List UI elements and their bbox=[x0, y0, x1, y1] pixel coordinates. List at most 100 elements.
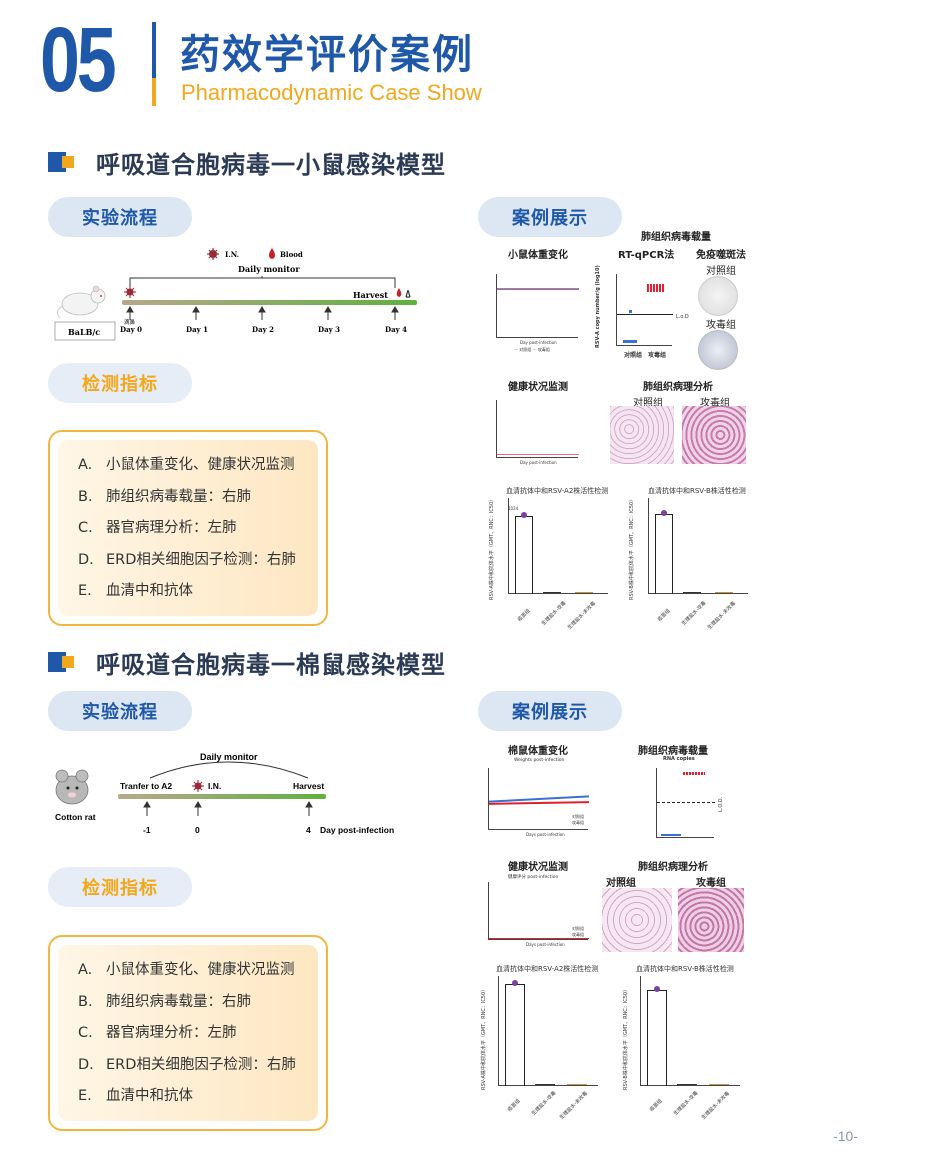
neut-b-chart bbox=[640, 976, 740, 1086]
patho-control-image bbox=[610, 406, 674, 464]
neut-a-ylabel: RSV-A株中和抗体水平（GMT、RNC：IC50） bbox=[489, 496, 495, 600]
neut-b-x1: 疫苗组 bbox=[648, 1098, 664, 1113]
tick-0: 0 bbox=[195, 825, 200, 835]
case-pill: 案例展示 bbox=[478, 691, 622, 731]
harvest-label: Harvest bbox=[293, 781, 324, 791]
health-chart bbox=[496, 400, 579, 458]
plaque-challenge-image bbox=[698, 330, 738, 370]
pcr-x2: 攻毒组 bbox=[648, 352, 667, 359]
weight-title: 小鼠体重变化 bbox=[508, 250, 568, 261]
section-heading-mouse: 呼吸道合胞病毒一小鼠感染模型 bbox=[48, 145, 446, 179]
weight-legend: — 对照组 — 攻毒组 bbox=[514, 347, 550, 352]
plaque-control-label: 对照组 bbox=[706, 266, 736, 277]
index-pill: 检测指标 bbox=[48, 867, 192, 907]
header-divider bbox=[152, 22, 156, 106]
indicator-row: E.血清中和抗体 bbox=[78, 583, 193, 599]
section-bullet-icon bbox=[48, 152, 74, 172]
weight-chart bbox=[488, 768, 590, 830]
patho-title: 肺组织病理分析 bbox=[643, 382, 713, 393]
patho-control-image bbox=[602, 888, 672, 952]
health-xlabel: Days post-infection bbox=[526, 942, 565, 947]
plaque-label: 免疫噬斑法 bbox=[696, 250, 746, 261]
animal-label: Cotton rat bbox=[55, 812, 96, 822]
indicator-row: D.ERD相关细胞因子检测：右肺 bbox=[78, 1056, 296, 1073]
virus-icon bbox=[192, 780, 204, 792]
weight-xlabel: Days post-infection bbox=[526, 832, 565, 837]
day-3: Day 3 bbox=[318, 325, 340, 334]
harvest-label: Harvest bbox=[353, 290, 388, 300]
weight-sub: Weights post-infection bbox=[514, 758, 565, 763]
neut-a-x1: 疫苗组 bbox=[516, 608, 532, 623]
neut-b-ylabel: RSV-B株中和抗体水平（GMT、RNC：IC50） bbox=[623, 986, 629, 1090]
neut-b-chart bbox=[648, 498, 748, 594]
patho-control-label: 对照组 bbox=[606, 878, 636, 889]
rtqpcr-label: RT-qPCR法 bbox=[618, 250, 675, 261]
neut-b-title: 血清抗体中和RSV-B株活性检测 bbox=[636, 965, 734, 973]
viral-lod: L.O.D. bbox=[718, 796, 724, 812]
virus-icon bbox=[207, 248, 219, 260]
cottonrat-flow-diagram: Daily monitor Cotton rat Tranfer to A2 I… bbox=[50, 742, 410, 842]
neut-b-x2: 生理盐水-攻毒 bbox=[680, 600, 708, 627]
section-title: 呼吸道合胞病毒一小鼠感染模型 bbox=[96, 150, 446, 179]
mouse-flow-diagram: I.N. Blood Daily monitor BaLB/c Harvest bbox=[50, 240, 430, 350]
neut-a-x2: 生理盐水-攻毒 bbox=[540, 600, 568, 627]
neut-a-x3: 生理盐水-未攻毒 bbox=[566, 600, 597, 631]
neut-a-x3: 生理盐水-未攻毒 bbox=[558, 1090, 589, 1121]
viral-load-title: 肺组织病毒载量 bbox=[638, 746, 708, 757]
legend-blood: Blood bbox=[280, 250, 303, 259]
transfer-label: Tranfer to A2 bbox=[120, 781, 172, 791]
cotton-rat-icon bbox=[55, 769, 89, 805]
health-chart bbox=[488, 882, 589, 940]
neut-b-ylabel: RSV-B株中和抗体水平（GMT、RNC：IC50） bbox=[629, 496, 635, 600]
blood-drop-icon bbox=[269, 248, 275, 259]
patho-control-label: 对照组 bbox=[633, 398, 663, 409]
health-title: 健康状况监测 bbox=[508, 862, 568, 873]
neut-b-title: 血清抗体中和RSV-B株活性检测 bbox=[648, 487, 746, 495]
patho-challenge-image bbox=[678, 888, 744, 952]
indicator-row: C.器官病理分析：左肺 bbox=[78, 520, 237, 536]
neut-b-x3: 生理盐水-未攻毒 bbox=[700, 1090, 731, 1121]
health-title: 健康状况监测 bbox=[508, 382, 568, 393]
neut-a-chart bbox=[508, 498, 608, 594]
animal-label: BaLB/c bbox=[68, 327, 100, 337]
weight-xlabel: Day post-infection bbox=[520, 340, 557, 345]
patho-challenge-label: 攻毒组 bbox=[700, 398, 730, 409]
neut-b-x1: 疫苗组 bbox=[656, 608, 672, 623]
daily-monitor-label: Daily monitor bbox=[200, 752, 258, 762]
pcr-chart bbox=[616, 274, 673, 346]
pcr-x1: 对照组 bbox=[624, 352, 643, 359]
neut-b-x2: 生理盐水-攻毒 bbox=[672, 1090, 700, 1117]
page-number: -10- bbox=[833, 1128, 858, 1144]
pcr-lod: L.o.D bbox=[676, 314, 689, 320]
neut-a-title: 血清抗体中和RSV-A2株活性检测 bbox=[496, 965, 599, 973]
rna-label: RNA copies bbox=[663, 756, 695, 762]
index-pill: 检测指标 bbox=[48, 363, 192, 403]
indicator-row: D.ERD相关细胞因子检测：右肺 bbox=[78, 551, 296, 568]
patho-challenge-image bbox=[682, 406, 746, 464]
weight-legend: 对照组攻毒组 bbox=[572, 814, 584, 825]
patho-challenge-label: 攻毒组 bbox=[696, 878, 726, 889]
indicator-row: E.血清中和抗体 bbox=[78, 1088, 193, 1104]
tick-4: 4 bbox=[306, 825, 311, 835]
weight-chart bbox=[496, 274, 579, 338]
inoculate-label: 滴鼻 bbox=[124, 318, 136, 326]
case-pill: 案例展示 bbox=[478, 197, 622, 237]
cottonrat-results-panel: 棉鼠体重变化 肺组织病毒载量 Weights post-infection RN… bbox=[478, 740, 778, 1121]
post-infection-label: Day post-infection bbox=[320, 825, 394, 835]
page-title: 药效学评价案例 bbox=[180, 32, 474, 78]
indicator-row: B.肺组织病毒载量：右肺 bbox=[78, 488, 251, 505]
neut-a-ylabel: RSV-A株中和抗体水平（GMT、RNC：IC50） bbox=[481, 986, 487, 1090]
flow-pill: 实验流程 bbox=[48, 197, 192, 237]
day-1: Day 1 bbox=[186, 325, 208, 334]
mouse-results-panel: 肺组织病毒载量 小鼠体重变化 RT-qPCR法 免疫噬斑法 Day post-i… bbox=[478, 232, 778, 640]
indicator-row: C.器官病理分析：左肺 bbox=[78, 1025, 237, 1041]
daily-monitor-label: Daily monitor bbox=[238, 264, 300, 274]
patho-title: 肺组织病理分析 bbox=[638, 862, 708, 873]
section-heading-cottonrat: 呼吸道合胞病毒一棉鼠感染模型 bbox=[48, 645, 446, 679]
plaque-challenge-label: 攻毒组 bbox=[706, 320, 736, 331]
plaque-control-image bbox=[698, 276, 738, 316]
in-label: I.N. bbox=[208, 781, 221, 791]
section-bullet-icon bbox=[48, 652, 74, 672]
indicator-row: A.小鼠体重变化、健康状况监测 bbox=[78, 962, 295, 978]
indicator-box: A.小鼠体重变化、健康状况监测 B.肺组织病毒载量：右肺 C.器官病理分析：左肺… bbox=[48, 430, 328, 626]
